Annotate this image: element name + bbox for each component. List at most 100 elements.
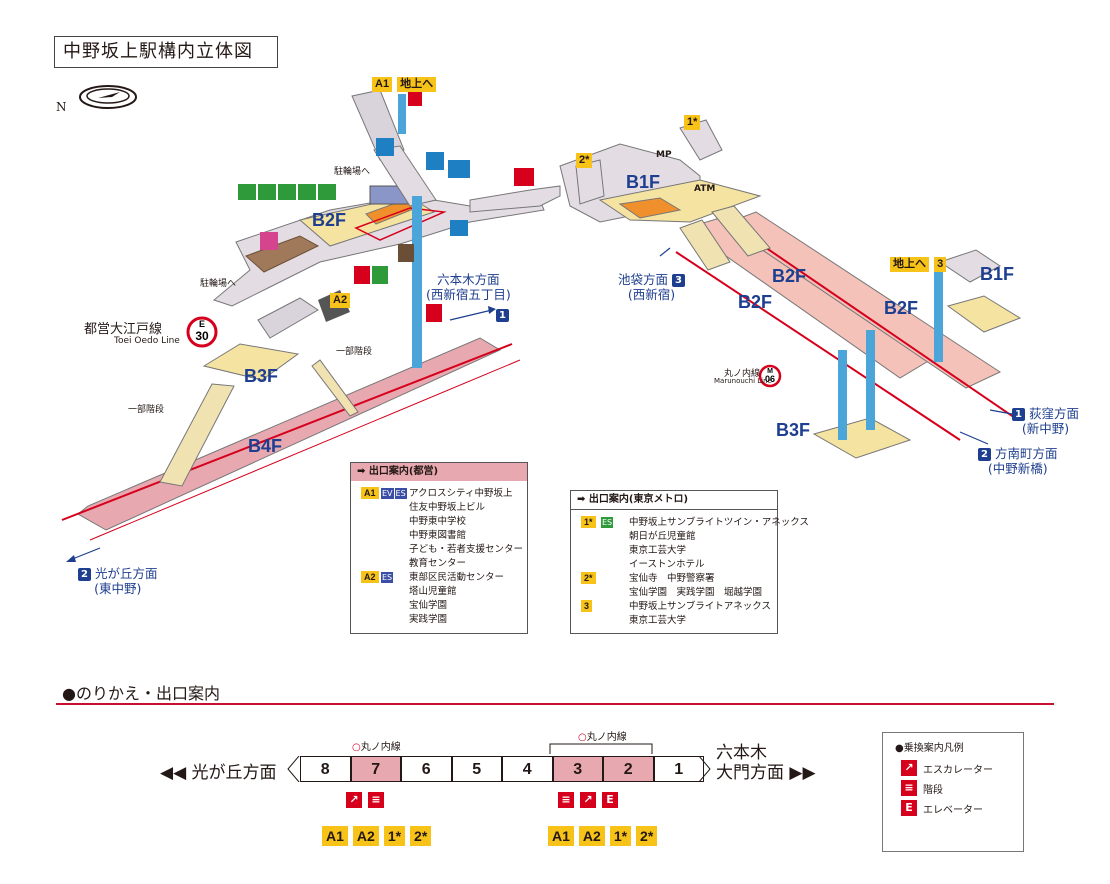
es-tag: ES [394, 488, 407, 499]
platform-ogikubo [722, 211, 1002, 389]
oedo-line-name-en: Toei Oedo Line [114, 336, 180, 346]
floor-label-mc-b2f-b: B2F [738, 292, 773, 312]
family-icon [298, 184, 316, 200]
arrow-roppongi [449, 309, 493, 321]
exit-destination: 宝仙学園 実践学園 堀越学園 [629, 587, 763, 598]
atm-label-b1f: ATM [694, 184, 716, 194]
toei-row: 塔山児童館 [361, 585, 527, 599]
arrow-honancho [959, 431, 989, 445]
arrow-hikarigaoka-head [66, 555, 76, 562]
maru-marker-1: ○丸ノ内線 [352, 742, 401, 753]
direction-ikebukuro-main: 池袋方面 [618, 272, 669, 287]
car32-facilities: ≡ ↗ E [558, 792, 618, 808]
elevator-icon-a1 [408, 88, 422, 106]
station-info-icon [450, 220, 468, 236]
locker-icon [398, 244, 414, 262]
track-line-mc-1 [675, 251, 961, 441]
exit-badge: A2 [578, 826, 605, 846]
concourse-b1f-right [938, 249, 1001, 283]
floor-label-mc-b3f: B3F [776, 420, 811, 440]
legend-label: エレベーター [923, 804, 983, 816]
direction-ikebukuro-sub: (西新宿) [627, 287, 676, 302]
compass-icon [79, 85, 137, 109]
maru-bracket [549, 743, 653, 754]
exit-badge: A1 [361, 487, 379, 499]
stairs-b1-b2-a [679, 219, 731, 271]
fare-boundary-b2f [354, 207, 447, 241]
escalator-icon: ↗ [901, 760, 917, 776]
train-front-right [698, 756, 711, 782]
escalator-icon: ↗ [346, 792, 362, 808]
exit-a1-badge: A1 [372, 77, 393, 92]
info-icon [376, 138, 394, 156]
arrow-ogikubo [989, 409, 1013, 415]
stairs-b1-b2-b [711, 205, 771, 257]
escalator-icon-passage [514, 168, 534, 186]
exit-a1-text: 地上へ [397, 77, 437, 92]
exit-destination: 塔山児童館 [409, 586, 457, 597]
exit-a2-badge: A2 [330, 293, 351, 308]
stairs-icon: ≡ [558, 792, 574, 808]
elevator-shaft-b4f [412, 196, 422, 368]
car7-facilities: ↗ ≡ [346, 792, 384, 808]
maru-marker-2: ○丸ノ内線 [578, 732, 627, 743]
stairs-icon: ≡ [901, 780, 917, 796]
car-3: 3 [552, 756, 603, 782]
baby-icon [278, 184, 296, 200]
exit-3-badge: 3 [934, 257, 947, 272]
exit-badge: A1 [322, 826, 348, 846]
direction-hikarigaoka-sub: (東中野) [94, 581, 142, 596]
direction-roppongi-sub: (西新宿五丁目) [426, 287, 511, 302]
exit-1star-label: 1* [684, 110, 701, 130]
floor-label-mc-b2f-a: B2F [772, 266, 807, 286]
arrow-ikebukuro [659, 247, 671, 257]
legend-title: ●乗換案内凡例 [895, 743, 964, 754]
exit-destination: 東京工芸大学 [629, 545, 687, 556]
toei-row: 実践学園 [361, 613, 527, 627]
exit-2star-label: 2* [576, 148, 593, 168]
track-line-mc-2 [739, 229, 1019, 421]
exit-badge: A1 [548, 826, 574, 846]
direction-roppongi-main: 六本木方面 [437, 272, 500, 287]
car-6: 6 [401, 756, 452, 782]
metro-row: 東京工芸大学 [581, 614, 777, 628]
exit-badge: 2* [581, 572, 596, 584]
exit-badge: 1* [609, 826, 632, 846]
exit-a2-label: A2 [330, 288, 351, 308]
aed-icon [354, 266, 370, 284]
exit-badge: 1* [383, 826, 406, 846]
toei-row: 教育センター [361, 557, 527, 571]
direction-ogikubo-sub: (新中野) [1021, 421, 1070, 436]
floor-label-mc-b2f-c: B2F [884, 298, 919, 318]
facility-icons-oedo [238, 88, 534, 322]
exit-destination: イーストンホテル [629, 559, 705, 570]
maru-line-badge [758, 364, 782, 388]
exit-3-label: 地上へ 3 [890, 252, 947, 272]
maru-line-name: 丸ノ内線 [724, 369, 761, 379]
legend-label: エスカレーター [923, 764, 993, 776]
partial-stairs-label-1: 一部階段 [336, 347, 373, 357]
car-5: 5 [451, 756, 502, 782]
exit-destination: 教育センター [409, 558, 467, 569]
stairs-icon: ≡ [368, 792, 384, 808]
arrow-roppongi-head [488, 306, 496, 314]
direction-ogikubo: 1 荻窪方面 (新中野) [1012, 406, 1079, 436]
elevator-icon: E [901, 800, 917, 816]
transfer-right-direction-1: 六本木 [716, 743, 767, 763]
direction-hikarigaoka-main: 光が丘方面 [94, 566, 158, 581]
exit-destination: 朝日が丘児童館 [629, 531, 696, 542]
landing-b3f-mc [812, 417, 912, 459]
direction-ikebukuro-number: 3 [672, 274, 685, 287]
exit-destination: 実践学園 [409, 614, 448, 625]
exit-destination: 住友中野坂上ビル [409, 502, 486, 513]
ev-tag: EV [381, 488, 394, 499]
exit-a1-label: A1 地上へ [372, 72, 437, 92]
direction-ikebukuro: 池袋方面 3 (西新宿) [618, 272, 685, 302]
